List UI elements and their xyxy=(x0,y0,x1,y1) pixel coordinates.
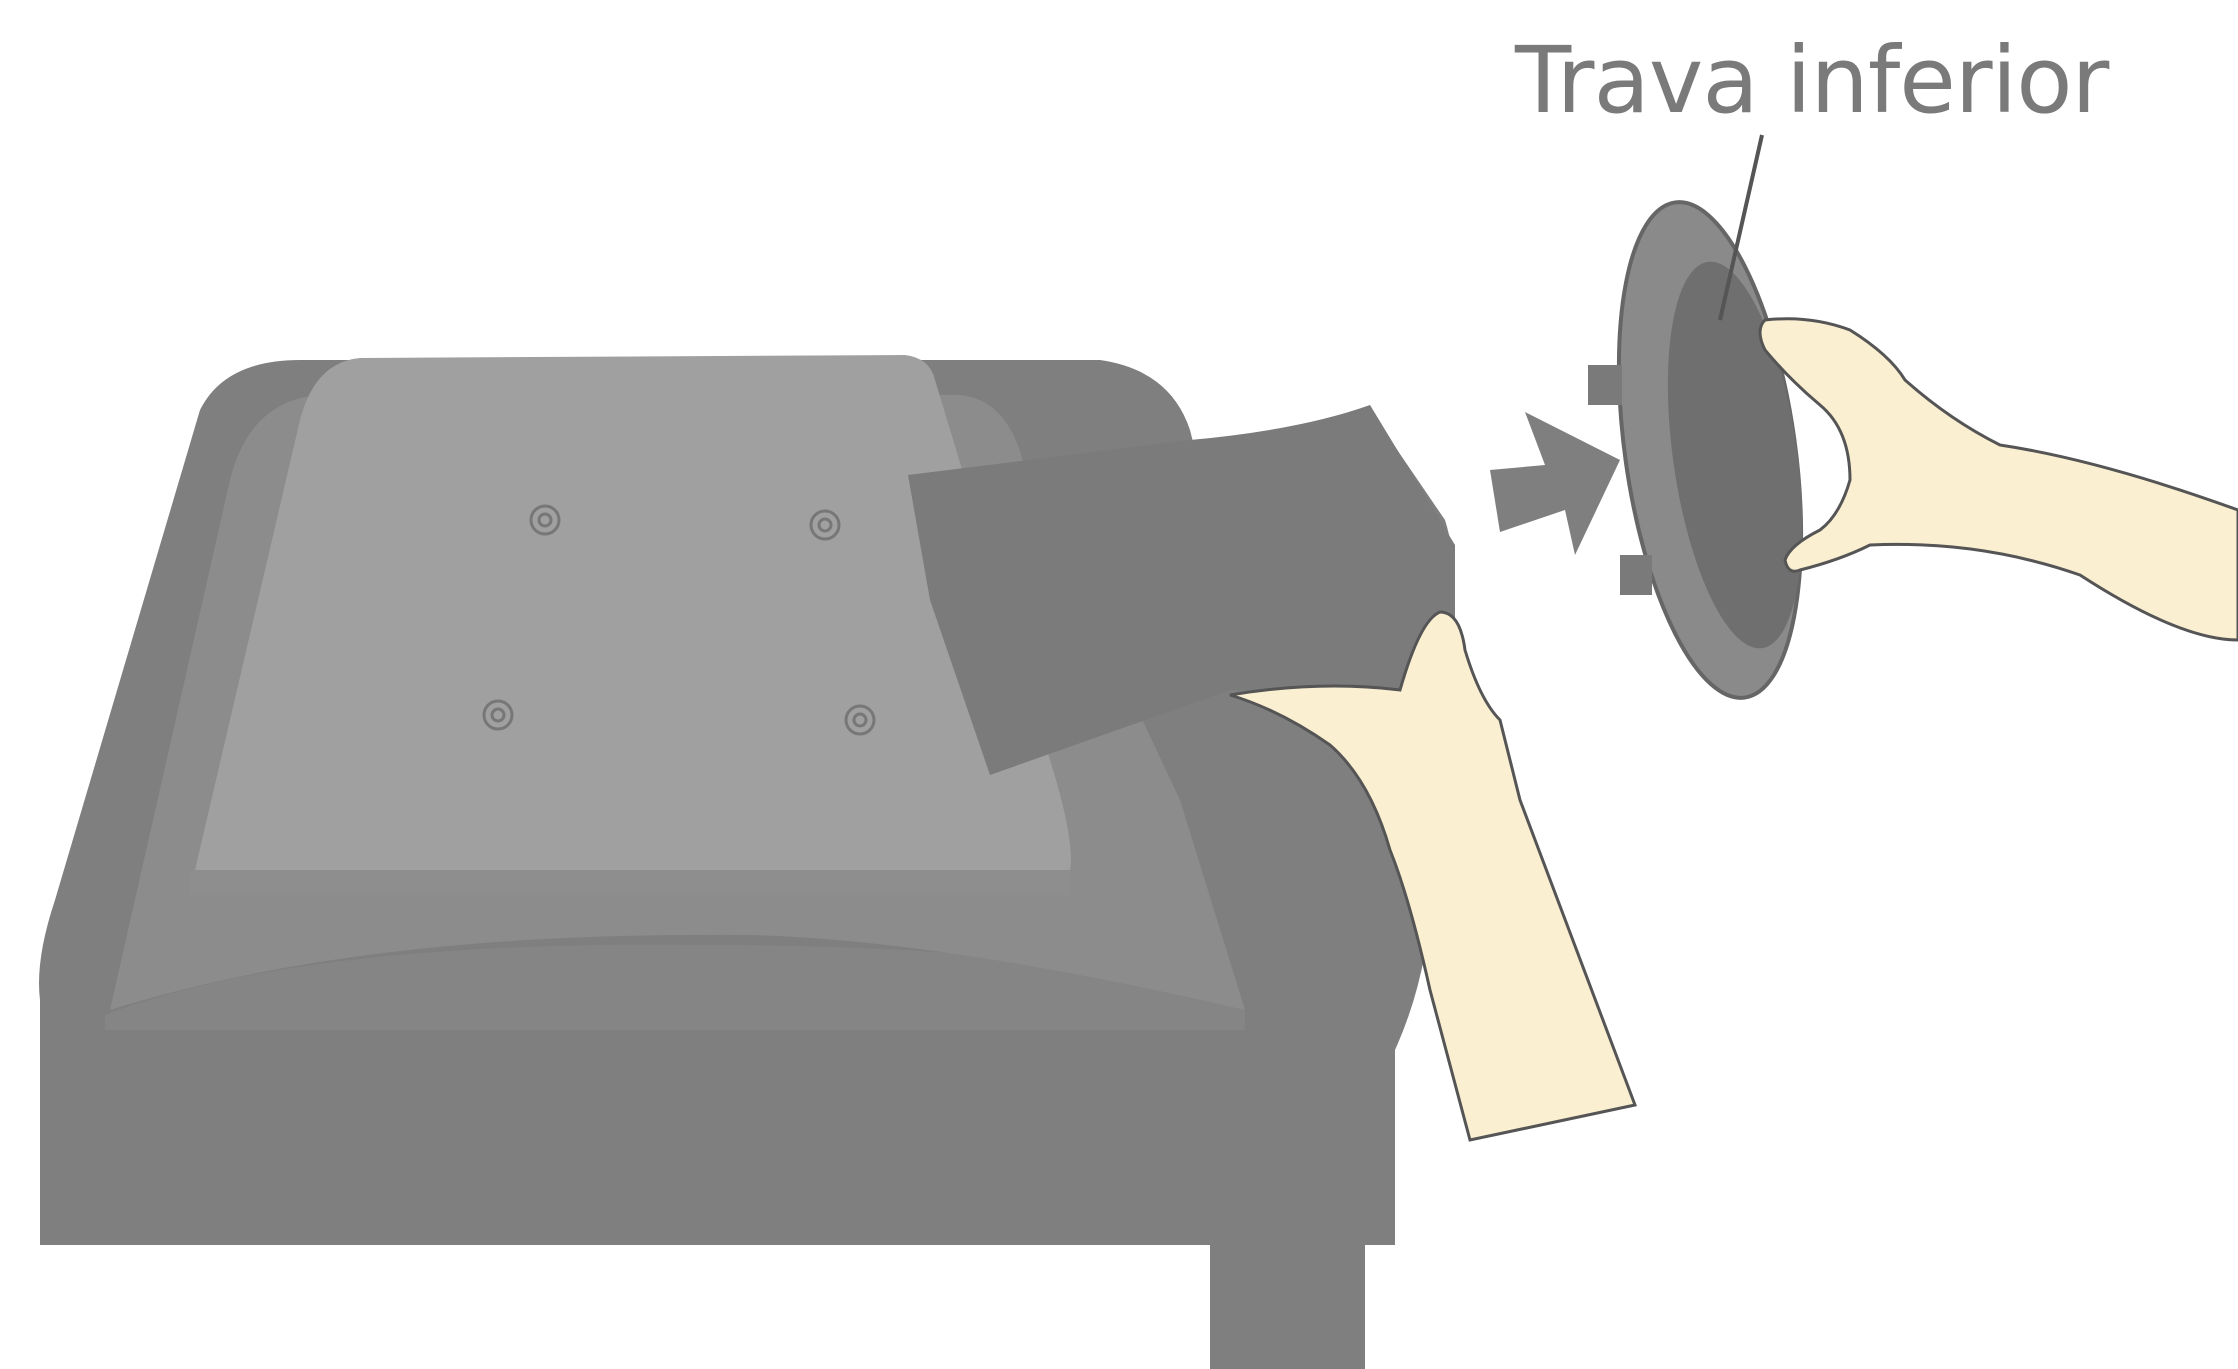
monitor-face-down xyxy=(39,355,1635,1369)
table-leg xyxy=(1210,1230,1365,1369)
stand-base xyxy=(1588,191,1829,710)
stand-base-tab-top xyxy=(1588,365,1622,405)
monitor-back-panel-ledge xyxy=(190,870,1070,895)
arrow-right-icon xyxy=(1490,412,1620,555)
callout-label-lower-lock: Trava inferior xyxy=(1515,26,2108,136)
stand-base-tab-bottom xyxy=(1620,555,1652,595)
holding-hand-upper xyxy=(1760,319,2238,640)
